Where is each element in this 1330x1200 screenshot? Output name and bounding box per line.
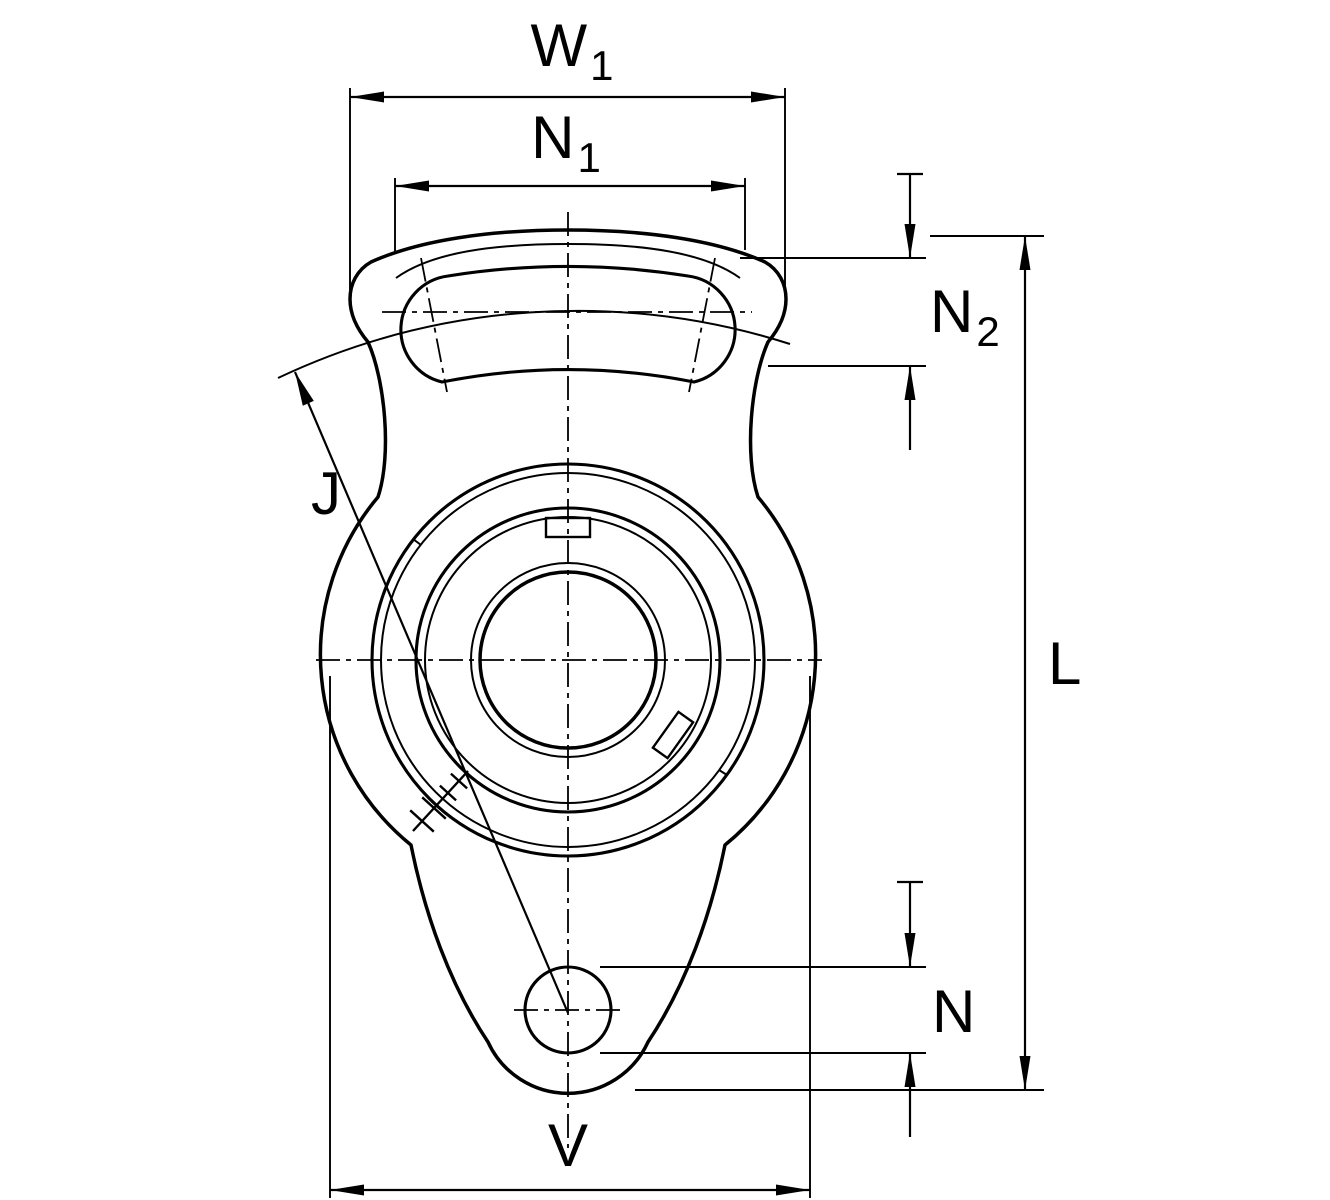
dimension-n2: N2: [740, 172, 1000, 450]
slot-bolt-centerline-left: [420, 257, 448, 393]
dim-label-j: J: [311, 460, 341, 527]
dim-label-n2: N2: [930, 278, 1000, 355]
arrowhead-down: [904, 933, 916, 967]
dimension-j: J: [277, 309, 791, 1014]
pitch-line: [293, 371, 570, 1014]
dim-label-l: L: [1048, 630, 1081, 697]
seat-step-lower-right: [718, 769, 728, 776]
dimension-n: N: [600, 880, 975, 1137]
arrowhead-up-left: [295, 372, 314, 406]
arrowhead-up: [904, 1053, 916, 1087]
centerlines: [316, 212, 822, 1148]
dim-label-n: N: [932, 978, 975, 1045]
arrowhead-left: [395, 180, 429, 192]
arrowhead-left: [330, 1184, 364, 1196]
arrowhead-right: [776, 1184, 810, 1196]
bolt-slot: [399, 264, 737, 384]
arrowhead-up: [904, 366, 916, 400]
locating-tab-right: [651, 710, 695, 760]
bolt-pitch-arc: [277, 309, 791, 379]
arrowhead-right: [711, 180, 745, 192]
slot-bolt-centerline-right: [688, 257, 716, 393]
set-screw-tick: [421, 796, 447, 820]
arrowhead-up: [1019, 236, 1031, 270]
set-screw-tick: [409, 809, 435, 833]
arrowhead-left: [350, 91, 384, 103]
arrowhead-down: [904, 224, 916, 258]
arrowhead-down: [1019, 1056, 1031, 1090]
dim-label-n1: N1: [531, 104, 601, 181]
dim-label-w1: W1: [531, 12, 614, 89]
arrowhead-right: [751, 91, 785, 103]
dimension-v: V: [329, 676, 811, 1198]
dim-label-v: V: [548, 1112, 588, 1179]
dimension-w1: W1: [349, 12, 786, 290]
dimension-l: L: [635, 235, 1081, 1091]
set-screw-marks: [409, 770, 469, 833]
seat-step-upper-left: [412, 538, 422, 546]
set-screw-tick: [450, 772, 468, 790]
dimension-n1: N1: [394, 104, 746, 252]
set-screw-tick: [439, 784, 457, 802]
